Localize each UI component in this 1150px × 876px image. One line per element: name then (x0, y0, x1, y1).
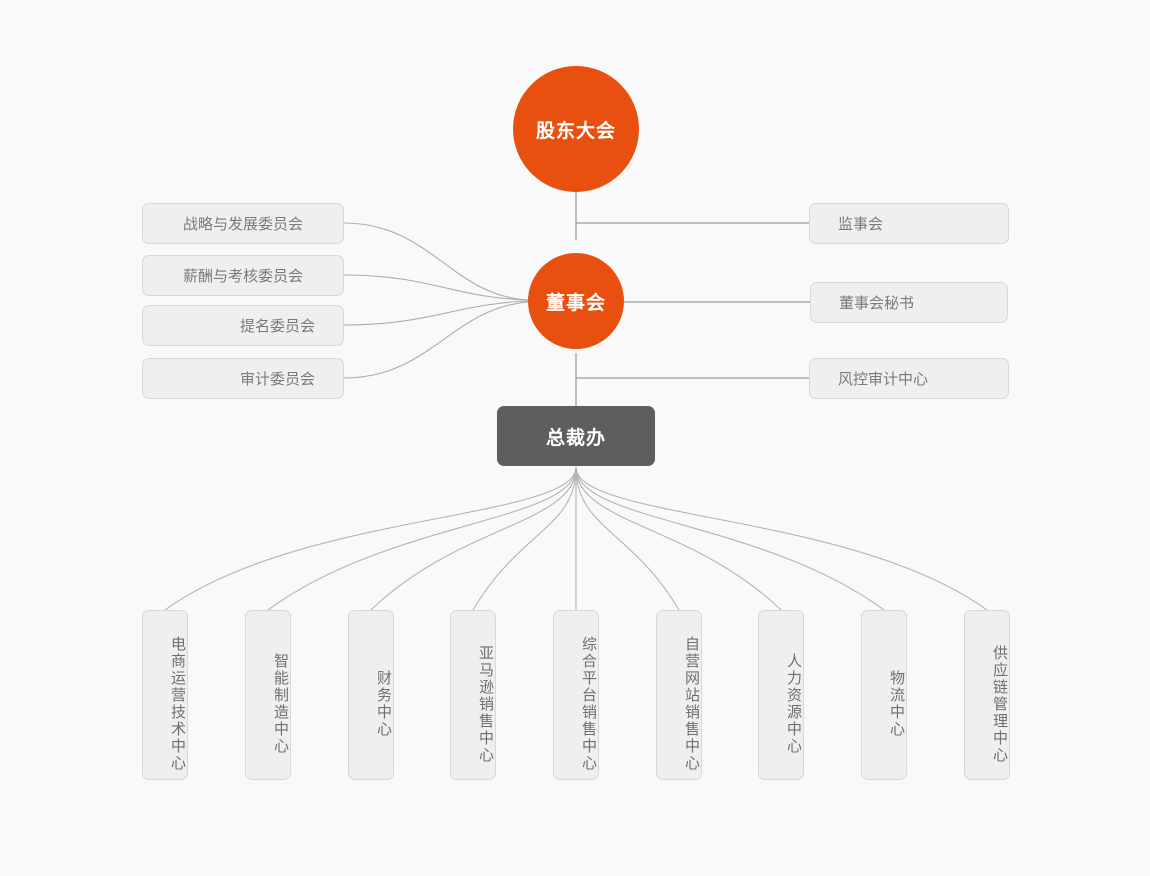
node-human-resources-center-label: 人力资源中心 (785, 653, 802, 755)
node-logistics-center[interactable]: 物流中心 (861, 610, 907, 780)
node-smart-manufacturing-center-label: 智能制造中心 (272, 653, 289, 755)
node-amazon-sales-center-label: 亚马逊销售中心 (477, 644, 494, 764)
edge-committee-3 (343, 300, 529, 326)
node-ecommerce-operations-tech-center[interactable]: 电商运营技术中心 (142, 610, 188, 780)
node-risk-control-audit-center-label: 风控审计中心 (838, 371, 929, 388)
node-smart-manufacturing-center[interactable]: 智能制造中心 (245, 610, 291, 780)
node-presidents-office-label: 总裁办 (545, 427, 606, 449)
node-supply-chain-management-center[interactable]: 供应链管理中心 (964, 610, 1010, 780)
node-shareholders-meeting-label: 股东大会 (535, 120, 616, 142)
node-ecommerce-operations-tech-center-label: 电商运营技术中心 (169, 636, 186, 772)
node-audit-committee[interactable]: 审计委员会 (142, 358, 344, 399)
node-board-of-directors-label: 董事会 (545, 292, 606, 314)
node-supply-chain-management-center-label: 供应链管理中心 (991, 644, 1008, 764)
node-board-of-directors[interactable]: 董事会 (528, 253, 624, 349)
node-finance-center[interactable]: 财务中心 (348, 610, 394, 780)
node-board-secretary[interactable]: 董事会秘书 (810, 282, 1008, 323)
node-strategy-development-committee-label: 战略与发展委员会 (182, 216, 303, 233)
node-board-secretary-label: 董事会秘书 (839, 295, 915, 312)
node-self-operated-website-sales-center-label: 自营网站销售中心 (683, 636, 700, 772)
edge-dept-6 (575, 466, 680, 611)
node-human-resources-center[interactable]: 人力资源中心 (758, 610, 804, 780)
edge-dept-2 (267, 466, 577, 611)
node-self-operated-website-sales-center[interactable]: 自营网站销售中心 (656, 610, 702, 780)
edge-dept-4 (472, 466, 577, 611)
node-presidents-office[interactable]: 总裁办 (497, 406, 655, 466)
node-audit-committee-label: 审计委员会 (239, 371, 315, 388)
edge-dept-7 (575, 466, 782, 611)
node-supervisory-board-label: 监事会 (838, 216, 884, 233)
node-nomination-committee-label: 提名委员会 (239, 318, 315, 335)
edge-committee-4 (343, 301, 529, 379)
node-shareholders-meeting[interactable]: 股东大会 (513, 66, 639, 192)
node-integrated-platform-sales-center[interactable]: 综合平台销售中心 (553, 610, 599, 780)
edge-dept-1 (164, 466, 577, 611)
edge-dept-9 (575, 466, 988, 611)
edge-committee-1 (343, 222, 529, 301)
node-nomination-committee[interactable]: 提名委员会 (142, 305, 344, 346)
node-supervisory-board[interactable]: 监事会 (809, 203, 1009, 244)
edge-dept-3 (370, 466, 577, 611)
node-compensation-appraisal-committee-label: 薪酬与考核委员会 (182, 268, 303, 285)
edge-committee-2 (343, 274, 529, 301)
node-strategy-development-committee[interactable]: 战略与发展委员会 (142, 203, 344, 244)
node-finance-center-label: 财务中心 (375, 670, 392, 738)
node-integrated-platform-sales-center-label: 综合平台销售中心 (580, 636, 597, 772)
node-amazon-sales-center[interactable]: 亚马逊销售中心 (450, 610, 496, 780)
node-logistics-center-label: 物流中心 (888, 670, 905, 738)
edge-dept-8 (575, 466, 885, 611)
node-compensation-appraisal-committee[interactable]: 薪酬与考核委员会 (142, 255, 344, 296)
node-risk-control-audit-center[interactable]: 风控审计中心 (809, 358, 1009, 399)
